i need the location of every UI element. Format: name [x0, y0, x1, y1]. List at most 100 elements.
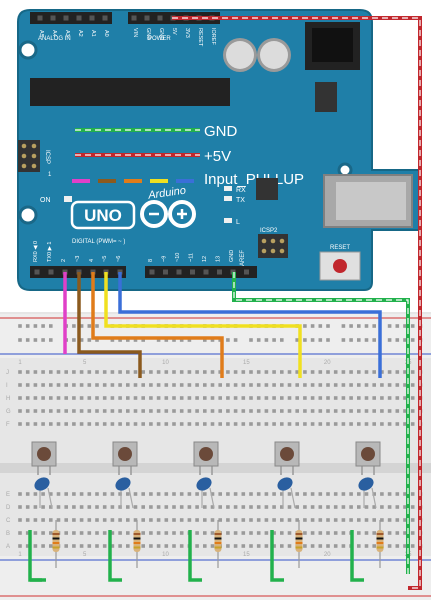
breadboard-hole	[25, 396, 30, 400]
breadboard-hole	[287, 422, 292, 426]
ground-jumper-wire	[188, 530, 202, 582]
breadboard-hole	[349, 492, 353, 496]
breadboard-hole	[179, 505, 184, 509]
breadboard-hole	[364, 409, 369, 413]
breadboard-hole	[49, 422, 53, 426]
uno-model-label: UNO	[84, 206, 122, 225]
breadboard-hole	[241, 518, 246, 522]
rail-hole	[387, 338, 392, 342]
on-led	[64, 196, 72, 202]
rail-hole	[410, 338, 415, 342]
rail-hole	[310, 338, 315, 342]
breadboard-hole	[249, 531, 253, 535]
breadboard-hole	[387, 544, 392, 548]
breadboard-hole	[95, 396, 99, 400]
icsp2-pin	[270, 248, 276, 254]
rail-hole	[33, 338, 38, 342]
breadboard-hole	[172, 531, 176, 535]
breadboard-hole	[172, 518, 176, 522]
breadboard-hole	[318, 422, 323, 426]
breadboard-hole	[372, 531, 376, 535]
breadboard-hole	[287, 370, 292, 374]
aref-label: AREF	[240, 250, 246, 266]
center-channel	[0, 463, 431, 473]
row-letter: I	[6, 383, 8, 389]
breadboard-hole	[295, 383, 299, 387]
breadboard-hole	[310, 518, 315, 522]
resistor-band	[295, 537, 303, 540]
breadboard-hole	[349, 505, 353, 509]
breadboard-hole	[256, 531, 261, 535]
l-led	[224, 218, 232, 223]
breadboard-hole	[303, 422, 307, 426]
breadboard-hole	[303, 383, 307, 387]
breadboard-hole	[156, 492, 161, 496]
breadboard-hole	[341, 492, 346, 496]
breadboard-hole	[272, 422, 276, 426]
breadboard-hole	[156, 383, 161, 387]
resistor-band	[295, 546, 303, 549]
rail-hole	[264, 338, 269, 342]
resistor-band	[376, 537, 384, 540]
breadboard-hole	[310, 396, 315, 400]
breadboard-hole	[172, 396, 176, 400]
breadboard-hole	[387, 492, 392, 496]
breadboard-hole	[226, 518, 230, 522]
capacitor-lead	[47, 487, 53, 509]
breadboard-hole	[318, 531, 323, 535]
breadboard-hole	[164, 370, 169, 374]
breadboard-hole	[364, 505, 369, 509]
pushbutton-assembly	[274, 441, 303, 568]
breadboard-hole	[349, 383, 353, 387]
rail-hole	[364, 324, 369, 328]
rail-hole	[372, 324, 376, 328]
breadboard-hole	[233, 518, 238, 522]
breadboard-hole	[341, 396, 346, 400]
power-pin-label: GND	[145, 28, 151, 40]
icsp-pin	[21, 153, 27, 159]
breadboard-hole	[187, 422, 192, 426]
digital-pin-label: GND	[229, 250, 235, 262]
breadboard-hole	[118, 370, 122, 374]
column-number: 5	[83, 360, 87, 366]
breadboard-hole	[333, 492, 338, 496]
digital-header-label: DIGITAL (PWM= ~ )	[72, 239, 125, 245]
breadboard-hole	[149, 505, 153, 509]
breadboard-hole	[179, 422, 184, 426]
breadboard-hole	[349, 422, 353, 426]
rail-hole	[349, 324, 353, 328]
breadboard-hole	[372, 409, 376, 413]
header-pin	[76, 15, 82, 21]
breadboard-hole	[126, 531, 130, 535]
breadboard-hole	[72, 505, 76, 509]
breadboard-hole	[110, 531, 115, 535]
header-pin	[176, 269, 182, 275]
breadboard-hole	[41, 492, 45, 496]
breadboard-hole	[241, 531, 246, 535]
resistor-band	[214, 537, 222, 540]
icsp-pin	[21, 143, 27, 149]
header-pin	[144, 15, 150, 21]
breadboard-hole	[256, 383, 261, 387]
breadboard-hole	[326, 492, 330, 496]
breadboard-hole	[357, 422, 361, 426]
breadboard-hole	[64, 396, 68, 400]
breadboard-hole	[56, 383, 61, 387]
rail-hole	[41, 324, 45, 328]
rail-hole	[403, 338, 407, 342]
breadboard-hole	[149, 396, 153, 400]
breadboard-hole	[179, 544, 184, 548]
breadboard-holes	[18, 370, 423, 548]
breadboard-hole	[87, 505, 92, 509]
breadboard-hole	[287, 396, 292, 400]
breadboard-hole	[126, 409, 130, 413]
breadboard-hole	[241, 370, 246, 374]
breadboard-hole	[187, 518, 192, 522]
breadboard-hole	[387, 383, 392, 387]
column-number: 5	[83, 552, 87, 558]
breadboard-hole	[303, 505, 307, 509]
breadboard-hole	[303, 531, 307, 535]
resistor-band	[52, 546, 60, 549]
breadboard-hole	[203, 531, 207, 535]
